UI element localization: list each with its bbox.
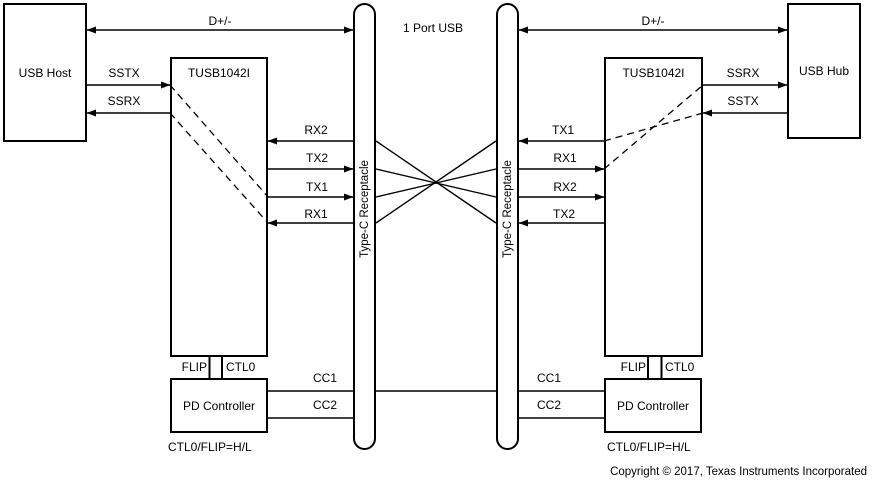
label-tx1-left: TX1: [305, 180, 329, 194]
label-rx2-left: RX2: [304, 123, 328, 137]
label-flip-left: FLIP: [181, 360, 207, 374]
note-ctl0-flip-right: CTL0/FLIP=H/L: [607, 440, 691, 454]
label-tx2-right: TX2: [552, 207, 576, 221]
usb-host-label: USB Host: [18, 65, 72, 80]
type-c-receptacle-right-label: Type-C Receptacle: [501, 159, 514, 258]
crossover-rx1-tx1: [375, 140, 497, 224]
label-ssrx-host: SSRX: [107, 94, 141, 108]
pd-controller-right-box: PD Controller: [604, 378, 702, 433]
redriver-right-label: TUSB1042I: [622, 66, 685, 80]
copyright-text: Copyright © 2017, Texas Instruments Inco…: [610, 466, 867, 478]
port-title: 1 Port USB: [402, 21, 464, 35]
label-sstx-hub: SSTX: [727, 94, 759, 108]
label-cc2-left: CC2: [312, 398, 338, 412]
crossover-tx1-rx1: [375, 168, 497, 198]
note-ctl0-flip-left: CTL0/FLIP=H/L: [168, 440, 252, 454]
redriver-left-label: TUSB1042I: [187, 66, 251, 80]
redriver-right-box: TUSB1042I: [604, 57, 703, 357]
label-d-left: D+/-: [208, 14, 232, 28]
pd-controller-right-label: PD Controller: [616, 398, 690, 413]
pd-controller-left-label: PD Controller: [182, 398, 256, 413]
label-tx1-right: TX1: [551, 123, 575, 137]
usb-hub-label: USB Hub: [798, 64, 850, 78]
label-d-right: D+/-: [641, 14, 665, 28]
label-ctl0-left: CTL0: [226, 360, 256, 374]
usb-hub-box: USB Hub: [787, 3, 861, 139]
label-cc2-right: CC2: [536, 398, 562, 412]
type-c-receptacle-right: Type-C Receptacle: [496, 3, 519, 450]
crossover-tx2-rx2: [375, 168, 497, 198]
label-ctl0-right: CTL0: [665, 360, 695, 374]
redriver-left-box: TUSB1042I: [170, 57, 268, 357]
pd-controller-left-box: PD Controller: [170, 378, 268, 433]
label-rx1-left: RX1: [304, 207, 328, 221]
type-c-receptacle-left-label: Type-C Receptacle: [358, 159, 371, 258]
label-tx2-left: TX2: [305, 151, 329, 165]
type-c-receptacle-left: Type-C Receptacle: [353, 3, 376, 450]
label-rx2-right: RX2: [553, 180, 577, 194]
label-rx1-right: RX1: [553, 151, 577, 165]
crossover-rx2-tx2: [375, 140, 497, 224]
usb-host-box: USB Host: [3, 3, 87, 142]
label-flip-right: FLIP: [620, 360, 646, 374]
label-cc1-left: CC1: [312, 371, 338, 385]
label-cc1-right: CC1: [536, 371, 562, 385]
label-sstx-host: SSTX: [108, 66, 140, 80]
label-ssrx-hub: SSRX: [726, 66, 760, 80]
